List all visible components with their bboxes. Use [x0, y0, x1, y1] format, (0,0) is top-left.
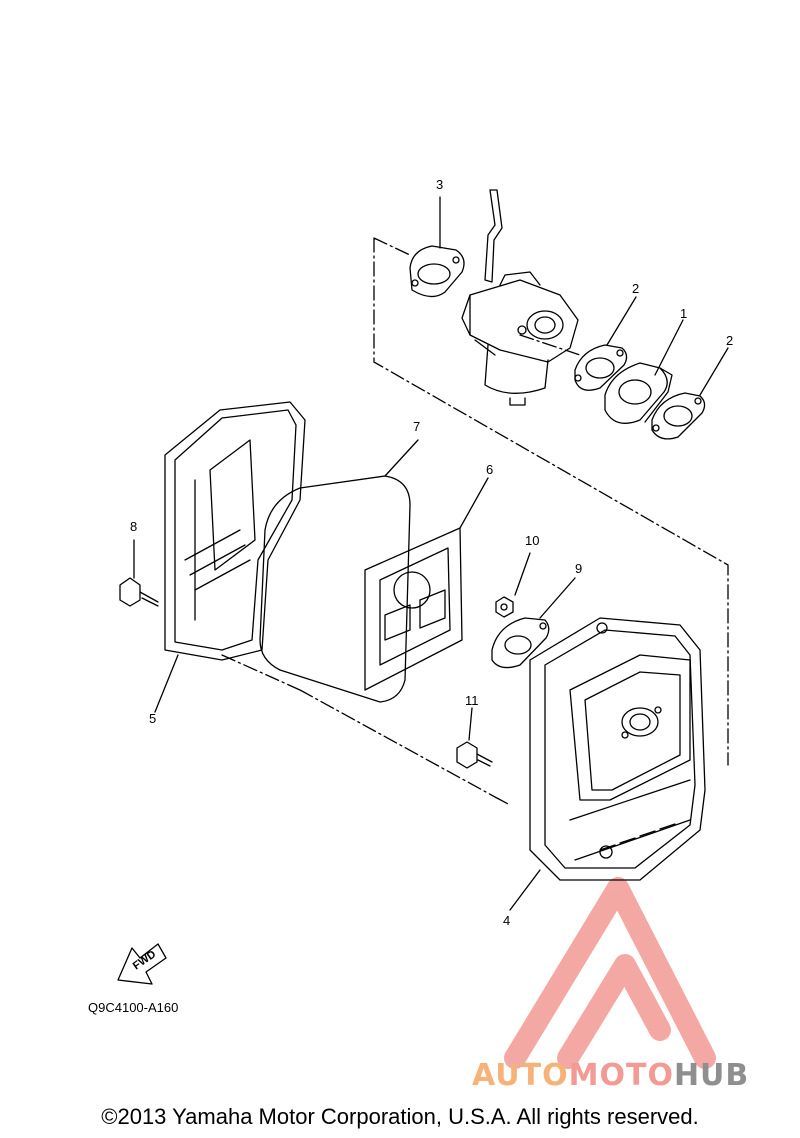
- leader-5: [154, 654, 179, 713]
- callout-3: 3: [436, 177, 444, 192]
- callout-9: 9: [575, 561, 583, 576]
- leader-2a: [606, 296, 637, 346]
- callout-11: 11: [465, 693, 479, 708]
- copyright-notice: ©2013 Yamaha Motor Corporation, U.S.A. A…: [101, 1104, 699, 1129]
- callout-5: 5: [149, 711, 157, 726]
- callout-8: 8: [130, 519, 138, 534]
- part-2-gasket-rear: [651, 392, 706, 440]
- part-3-gasket: [409, 196, 465, 298]
- callout-1: 1: [680, 306, 688, 321]
- watermark-word-auto: AUTO: [472, 1058, 569, 1093]
- watermark-word-moto: MOTO: [568, 1058, 674, 1093]
- part-7-element: [259, 439, 419, 703]
- part-10-nut: [495, 552, 531, 618]
- leader-2b: [699, 347, 729, 396]
- callout-4: 4: [503, 913, 511, 928]
- assembly-outline: [221, 237, 729, 806]
- carburetor: [461, 189, 579, 406]
- callout-10: 10: [525, 533, 540, 548]
- part-code: Q9C4100-A160: [88, 1000, 179, 1015]
- part-6-screen: [364, 477, 489, 691]
- part-9-gasket: [491, 577, 576, 669]
- part-1-insulator: [604, 362, 673, 424]
- leader-1: [654, 319, 684, 376]
- callout-6: 6: [486, 462, 494, 477]
- part-2-gasket-front: [574, 344, 628, 391]
- part-4-cover: [509, 617, 706, 911]
- callout-7: 7: [413, 419, 421, 434]
- part-5-air-cleaner-case: [164, 401, 306, 661]
- part-8-bolt: [119, 539, 159, 607]
- part-11-bolt: [456, 707, 493, 769]
- watermark-text: AUTOMOTOHUB: [472, 1058, 749, 1093]
- watermark-word-hub: HUB: [673, 1058, 750, 1093]
- callout-2: 2: [726, 333, 734, 348]
- callout-2: 2: [632, 281, 640, 296]
- fwd-arrow-icon: [117, 943, 167, 985]
- watermark-logo: [504, 877, 716, 1069]
